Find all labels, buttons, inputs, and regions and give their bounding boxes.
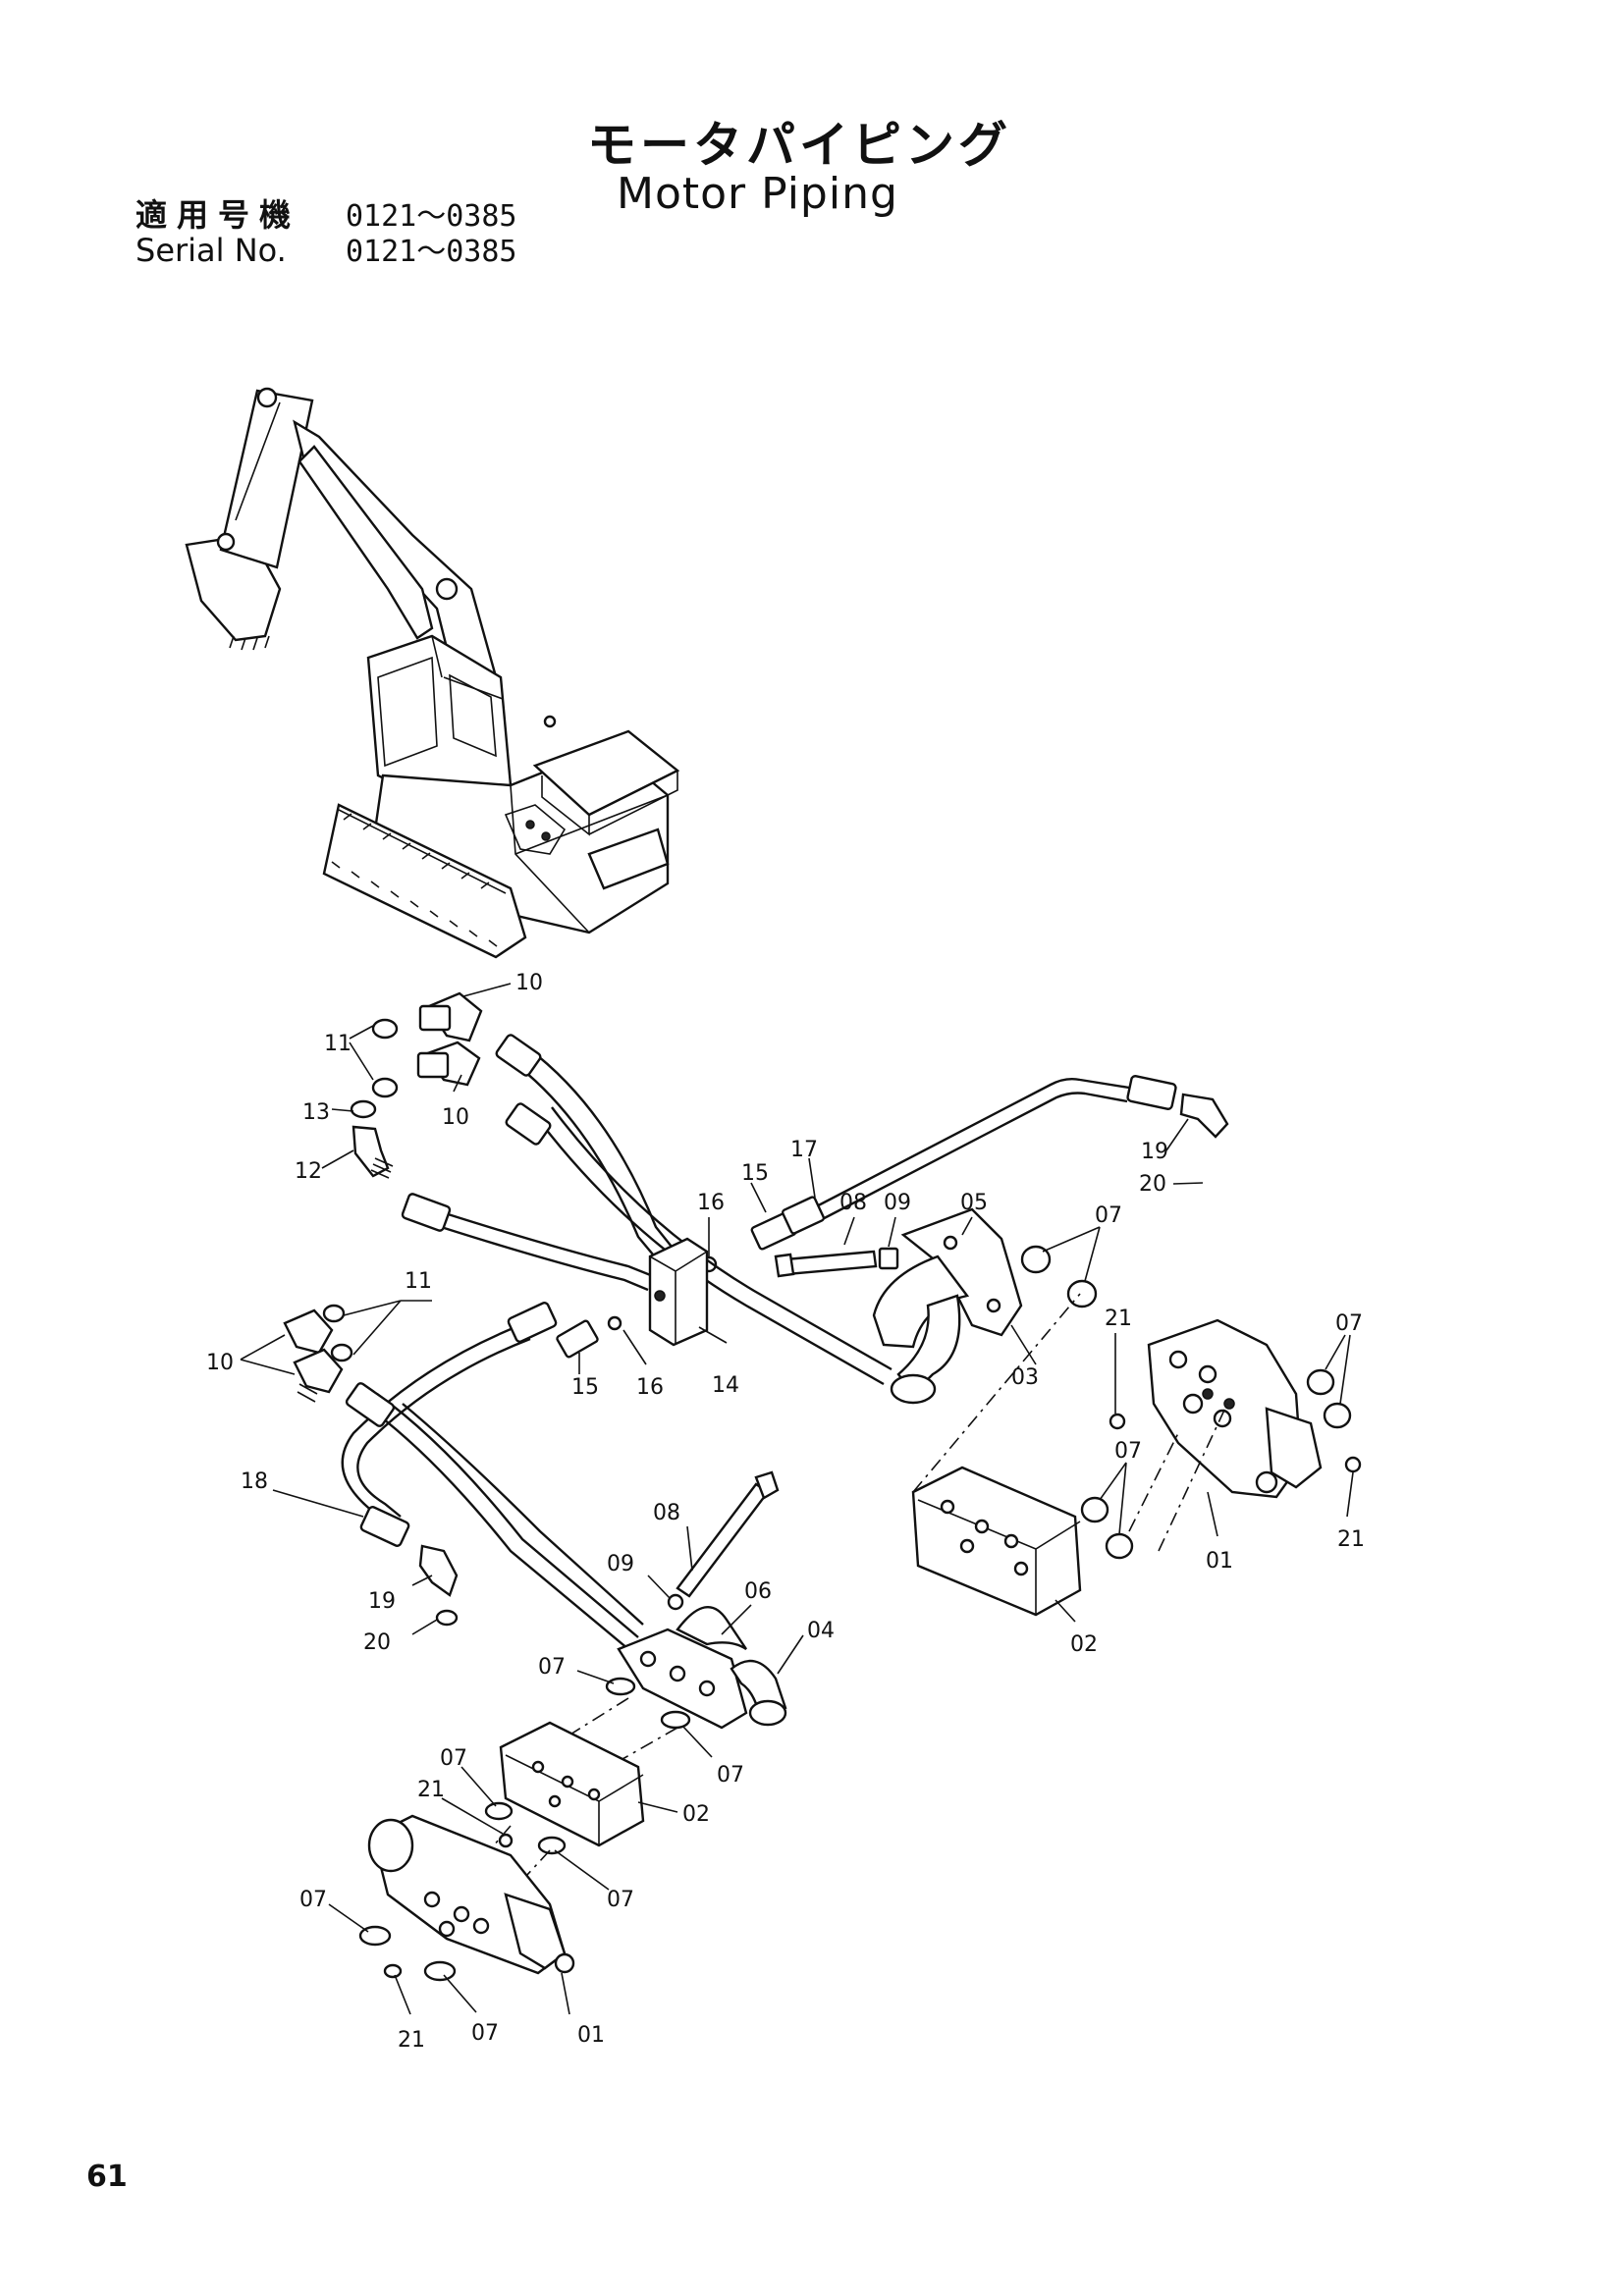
- callout-01-lower: 01: [577, 2023, 605, 2048]
- serial-range: 0121～0385: [346, 235, 517, 269]
- callout-12: 12: [295, 1159, 322, 1184]
- callout-01-right: 01: [1206, 1549, 1233, 1574]
- callout-18: 18: [241, 1469, 268, 1494]
- callout-16-upper: 16: [697, 1191, 725, 1215]
- callout-09-upper: 09: [884, 1191, 911, 1215]
- callout-21-lower-a: 21: [417, 1778, 445, 1802]
- callout-07-upper-right: 07: [1095, 1203, 1122, 1228]
- callout-17: 17: [790, 1138, 818, 1162]
- upper-hose-assembly: [350, 991, 1229, 1405]
- applicable-label: 適用号機: [135, 196, 301, 234]
- callout-14: 14: [712, 1373, 739, 1398]
- right-motor-assembly: [911, 1293, 1362, 1617]
- callout-15-lower: 15: [571, 1375, 599, 1400]
- callout-07-motor-lower: 07: [299, 1888, 327, 1912]
- callout-21-right-b: 21: [1337, 1527, 1365, 1552]
- callout-07-block-right: 07: [1114, 1439, 1142, 1464]
- callout-21-lower-b: 21: [398, 2028, 425, 2053]
- callout-04: 04: [807, 1619, 835, 1643]
- page-number: 61: [86, 2160, 128, 2194]
- callout-15-upper: 15: [741, 1161, 769, 1186]
- lower-hose-assembly: [283, 1302, 787, 1982]
- callout-10-lower: 10: [206, 1351, 234, 1375]
- applicable-serial-row: 適用号機 0121～0385: [135, 196, 517, 236]
- serial-number-row: Serial No. 0121～0385: [135, 232, 517, 271]
- callout-07-flange-left: 07: [538, 1655, 566, 1680]
- callout-06: 06: [744, 1579, 772, 1604]
- callout-02-right: 02: [1070, 1632, 1098, 1657]
- callout-02-lower: 02: [682, 1802, 710, 1827]
- callout-05: 05: [960, 1191, 988, 1215]
- callout-labels: 10 11 10 13 12 17 15 16 08 09 05 07 19 2…: [206, 971, 1365, 2053]
- callout-19-upper: 19: [1141, 1140, 1168, 1164]
- callout-08-upper: 08: [839, 1191, 867, 1215]
- callout-08-lower: 08: [653, 1501, 680, 1525]
- callout-03: 03: [1011, 1365, 1039, 1390]
- callout-07-motor-lower-b: 07: [471, 2021, 499, 2046]
- serial-label: Serial No.: [135, 232, 287, 269]
- callout-11-lower: 11: [405, 1269, 432, 1294]
- page-title-japanese: モータパイピング: [587, 117, 1011, 174]
- callout-19-lower: 19: [368, 1589, 396, 1614]
- callout-09-lower: 09: [607, 1552, 634, 1576]
- callout-11-upper: 11: [324, 1032, 352, 1056]
- callout-07-motor-right: 07: [1335, 1311, 1363, 1336]
- callout-20-lower: 20: [363, 1630, 391, 1655]
- callout-07-block-lower: 07: [440, 1746, 467, 1771]
- callout-13: 13: [302, 1100, 330, 1125]
- leader-lines: [240, 983, 1354, 2015]
- callout-21-right-a: 21: [1105, 1307, 1132, 1331]
- callout-07-flange-right: 07: [717, 1763, 744, 1788]
- callout-10-upper-a: 10: [515, 971, 543, 995]
- callout-16-lower: 16: [636, 1375, 664, 1400]
- page-title-english: Motor Piping: [617, 169, 898, 219]
- callout-10-upper-b: 10: [442, 1105, 469, 1130]
- excavator-illustration: [185, 387, 680, 959]
- callout-20-upper: 20: [1139, 1172, 1166, 1197]
- callout-07-block-lower-right: 07: [607, 1888, 634, 1912]
- applicable-range: 0121～0385: [346, 199, 517, 234]
